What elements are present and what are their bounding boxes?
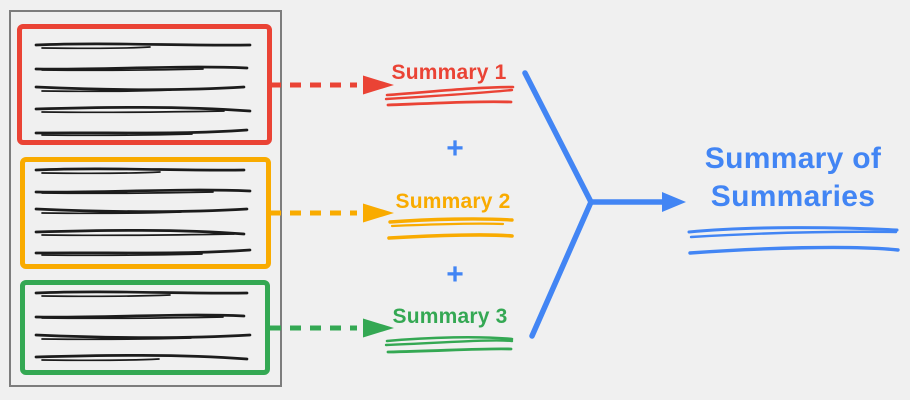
merge-lines bbox=[522, 70, 686, 339]
summary-2-scribble bbox=[387, 217, 514, 240]
final-summary-line2: Summaries bbox=[710, 180, 876, 213]
dashed-arrow-3 bbox=[270, 318, 394, 338]
arrowhead-icon bbox=[363, 318, 394, 338]
arrowhead-icon bbox=[363, 203, 394, 223]
summary-3-label: Summary 3 bbox=[392, 305, 508, 328]
final-summary-line1: Summary of bbox=[704, 142, 882, 175]
final-summary-scribble bbox=[687, 226, 900, 255]
summary-3-scribble bbox=[384, 335, 514, 354]
source-document bbox=[9, 10, 282, 387]
arrowhead-icon bbox=[363, 75, 394, 95]
summary-2-label: Summary 2 bbox=[395, 190, 511, 213]
document-section-1-box bbox=[17, 24, 272, 145]
dashed-arrow-2 bbox=[270, 203, 394, 223]
plus-sign-1: + bbox=[446, 132, 464, 165]
plus-sign-2: + bbox=[446, 258, 464, 291]
document-section-2-box bbox=[20, 157, 271, 269]
summary-1-scribble bbox=[384, 85, 515, 107]
dashed-arrow-1 bbox=[270, 75, 394, 95]
arrowhead-icon bbox=[662, 192, 686, 212]
document-section-3-box bbox=[20, 280, 270, 375]
summary-1-label: Summary 1 bbox=[391, 61, 507, 84]
final-summary-label: Summary of Summaries bbox=[705, 140, 881, 216]
